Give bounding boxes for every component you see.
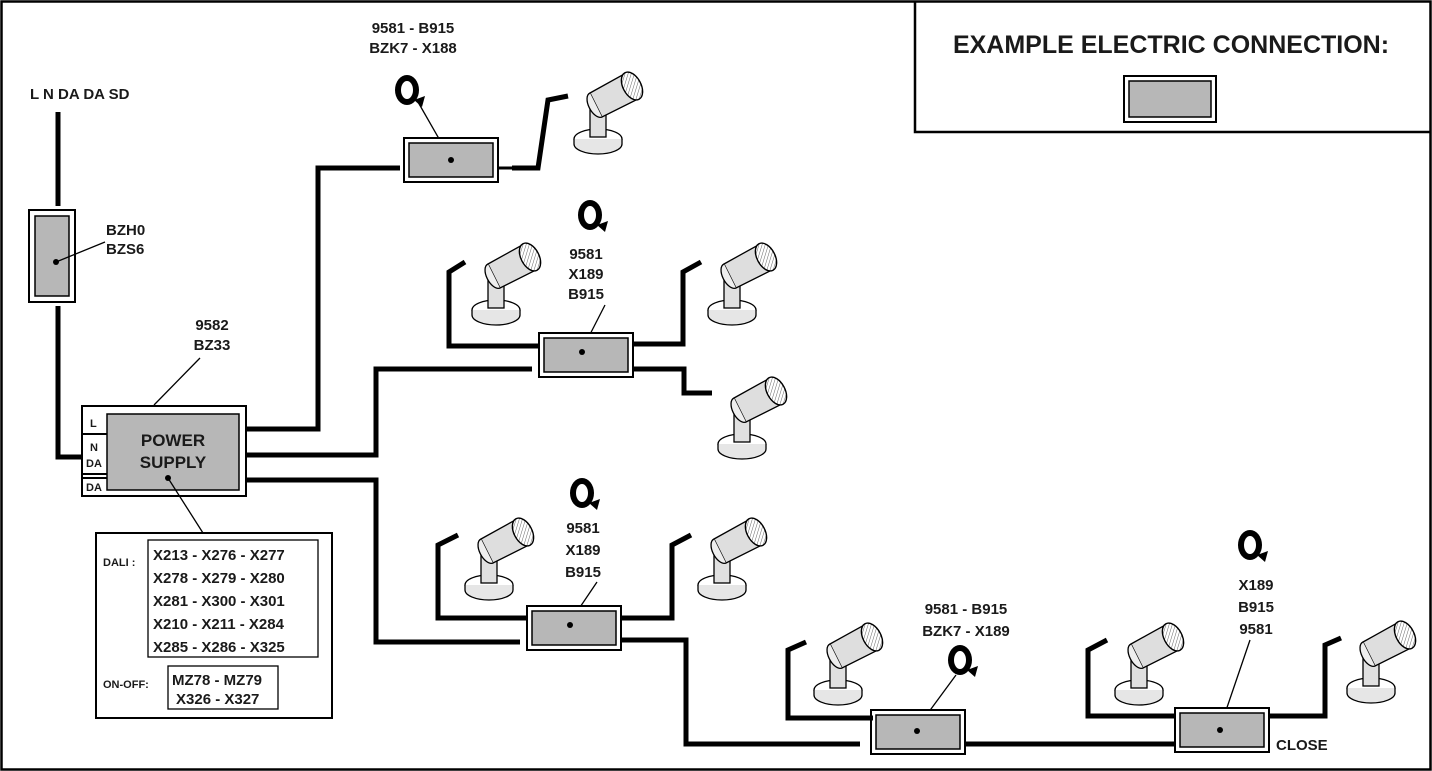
terminal-da-2: DA — [86, 482, 102, 494]
breaker-code-2: BZS6 — [106, 241, 144, 258]
middle-junction-code-1: 9581 — [569, 246, 602, 263]
ps-label-2: SUPPLY — [140, 453, 207, 472]
close-label: CLOSE — [1276, 737, 1328, 754]
bottom-b-code-1: X189 — [1238, 577, 1273, 594]
dali-row-4: X210 - X211 - X284 — [153, 616, 285, 633]
bottom-b-ring-icon — [1238, 530, 1268, 562]
middle-lower-spot-wire — [633, 366, 712, 396]
breaker-box — [28, 209, 106, 303]
top-junction-code-1: 9581 - B915 — [372, 20, 455, 37]
bottom-b-code-2: B915 — [1238, 599, 1274, 616]
lower-junction-code-3: B915 — [565, 564, 601, 581]
terminal-n: N — [90, 442, 98, 454]
middle-junction-code-3: B915 — [568, 286, 604, 303]
mains-line-label: L N DA DA SD — [30, 86, 130, 103]
wire-to-top-junction — [246, 165, 400, 432]
spotlight-icon-5 — [464, 513, 539, 601]
middle-junction-box — [538, 332, 634, 378]
legend-junction-inner — [1128, 80, 1212, 118]
spotlight-icon-1 — [573, 67, 648, 155]
middle-junction-code-2: X189 — [568, 266, 603, 283]
lower-junction-box — [526, 605, 622, 651]
spotlight-icon-3 — [707, 238, 782, 326]
bottom-a-code-1: 9581 - B915 — [925, 601, 1008, 618]
onoff-label: ON-OFF: — [103, 679, 149, 691]
bottom-a-code-2: BZK7 - X189 — [922, 623, 1010, 640]
spotlight-icon-8 — [1114, 618, 1189, 706]
onoff-row-1: MZ78 - MZ79 — [172, 672, 262, 689]
bottom-a-ring-icon — [948, 645, 978, 677]
lower-junction-code-1: 9581 — [566, 520, 599, 537]
power-supply-box — [81, 405, 247, 534]
compatibility-table — [95, 532, 333, 719]
bottom-b-code-3: 9581 — [1239, 621, 1272, 638]
ps-leader — [153, 357, 201, 406]
legend-title: EXAMPLE ELECTRIC CONNECTION: — [953, 31, 1389, 59]
bottom-b-right-spot-wire — [1269, 635, 1343, 719]
ps-label-1: POWER — [141, 431, 205, 450]
dali-row-5: X285 - X286 - X325 — [153, 639, 285, 656]
lower-right-spot-wire — [621, 532, 693, 621]
terminal-l: L — [90, 418, 97, 430]
dali-row-2: X278 - X279 - X280 — [153, 570, 285, 587]
top-ring-icon — [395, 75, 425, 107]
spotlight-icon-4 — [717, 372, 792, 460]
breaker-to-ps-wire — [55, 306, 84, 460]
lower-junction-code-2: X189 — [565, 542, 600, 559]
middle-left-spot-wire — [446, 259, 539, 349]
top-junction-code-2: BZK7 - X188 — [369, 40, 457, 57]
lower-ring-icon — [570, 478, 600, 510]
bottom-a-spot-wire — [785, 639, 873, 721]
onoff-row-2: X326 - X327 — [176, 691, 259, 708]
spotlight-icon-7 — [813, 618, 888, 706]
top-spot-wire — [512, 93, 569, 171]
lower-left-spot-wire — [435, 532, 527, 621]
wire-to-middle-junction — [246, 366, 532, 458]
dali-row-1: X213 - X276 - X277 — [153, 547, 285, 564]
middle-ring-icon — [578, 200, 608, 232]
dali-label: DALI : — [103, 557, 135, 569]
legend-box: EXAMPLE ELECTRIC CONNECTION: — [913, 2, 1430, 134]
spotlight-icon-6 — [697, 513, 772, 601]
ps-code-2: BZ33 — [194, 337, 231, 354]
middle-right-spot-wire — [633, 259, 703, 347]
terminal-da-1: DA — [86, 458, 102, 470]
bottom-b-left-spot-wire — [1085, 637, 1176, 719]
dali-row-3: X281 - X300 - X301 — [153, 593, 285, 610]
breaker-code-1: BZH0 — [106, 222, 145, 239]
spotlight-icon-2 — [471, 238, 546, 326]
ps-code-1: 9582 — [195, 317, 228, 334]
wire-to-bottom-junction-a — [621, 637, 860, 747]
spotlight-icon-9 — [1346, 616, 1421, 704]
wire-to-lower-junction — [246, 477, 520, 645]
